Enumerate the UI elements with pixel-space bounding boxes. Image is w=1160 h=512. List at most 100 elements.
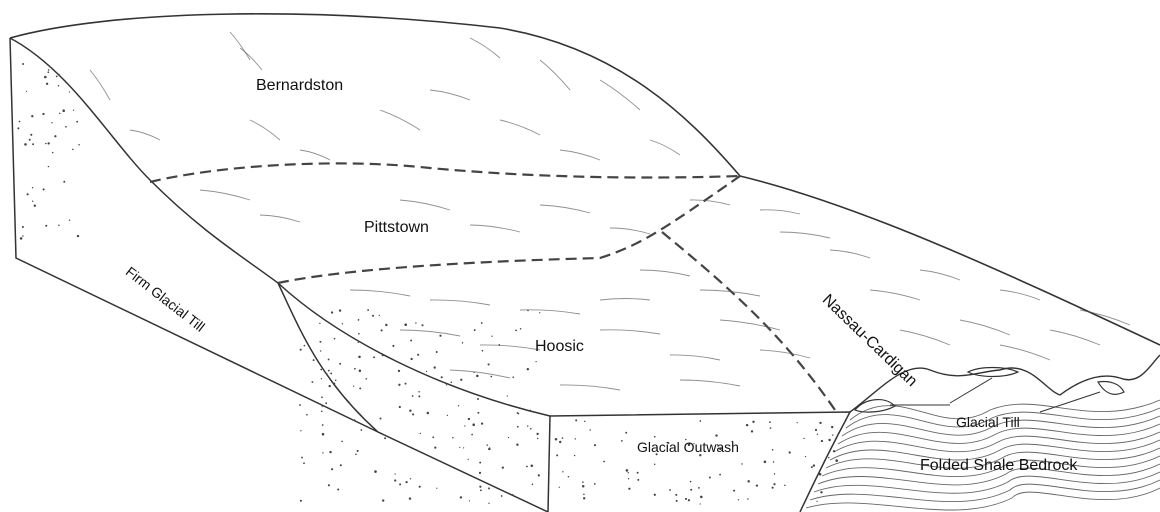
stipple-dot bbox=[637, 472, 639, 474]
stipple-dot bbox=[22, 235, 24, 237]
stipple-dot bbox=[675, 494, 677, 496]
stipple-dot bbox=[329, 385, 331, 387]
stipple-dot bbox=[58, 224, 60, 226]
stipple-dot bbox=[582, 485, 585, 488]
stipple-dot bbox=[412, 395, 414, 397]
stipple-dot bbox=[321, 396, 323, 398]
stipple-dot bbox=[741, 463, 742, 464]
hatch-stroke bbox=[230, 32, 250, 60]
stipple-dot bbox=[73, 110, 74, 111]
stipple-dot bbox=[773, 483, 775, 485]
stipple-dot bbox=[417, 354, 419, 356]
label-bernardston: Bernardston bbox=[256, 78, 343, 94]
stipple-dot bbox=[319, 341, 321, 343]
stipple-dot bbox=[462, 342, 463, 343]
stipple-dot bbox=[517, 426, 519, 428]
stipple-dot bbox=[340, 464, 342, 466]
stipple-dot bbox=[527, 425, 528, 426]
stipple-dot bbox=[62, 109, 65, 112]
stipple-dot bbox=[58, 85, 60, 87]
stipple-dot bbox=[409, 497, 411, 499]
stipple-dot bbox=[501, 495, 503, 497]
stipple-dot bbox=[481, 422, 483, 424]
stipple-dot bbox=[434, 366, 436, 368]
stipple-dot bbox=[625, 432, 627, 434]
stipple-dot bbox=[446, 384, 447, 385]
label-glacial-till: Glacial Till bbox=[956, 415, 1020, 429]
stipple-dot bbox=[574, 455, 575, 456]
stipple-dot bbox=[359, 387, 361, 389]
stipple-dot bbox=[404, 323, 407, 326]
stipple-dot bbox=[699, 420, 701, 422]
hatch-stroke bbox=[450, 370, 510, 378]
stipple-dot bbox=[319, 323, 320, 324]
stipple-dot bbox=[427, 412, 430, 415]
outwash-face-outline bbox=[278, 283, 550, 512]
stipple-dot bbox=[488, 448, 490, 450]
hatch-stroke bbox=[130, 130, 160, 140]
stipple-dot bbox=[820, 491, 822, 493]
label-glacial-outwash: Glacial Outwash bbox=[637, 440, 739, 454]
stipple-dot bbox=[752, 421, 754, 423]
stipple-dot bbox=[477, 412, 479, 414]
hatch-stroke bbox=[300, 150, 330, 160]
slope-edge bbox=[150, 180, 278, 283]
stipple-dot bbox=[507, 395, 508, 396]
stipple-dot bbox=[582, 481, 584, 483]
stipple-dot bbox=[392, 345, 394, 347]
stipple-dot bbox=[328, 484, 330, 486]
stipple-dot bbox=[769, 421, 771, 423]
stipple-dot bbox=[805, 456, 806, 457]
stipple-dot bbox=[813, 464, 815, 466]
stipple-dot bbox=[502, 466, 504, 468]
stipple-dot bbox=[48, 69, 50, 71]
glacial-till-pocket bbox=[1098, 381, 1124, 394]
stipple-dot bbox=[447, 415, 448, 416]
hatch-stroke bbox=[870, 290, 920, 300]
stipple-dot bbox=[508, 437, 509, 438]
stipple-dot bbox=[488, 503, 489, 504]
stipple-dot bbox=[328, 370, 330, 372]
stipple-dot bbox=[575, 419, 577, 421]
stipple-dot bbox=[367, 309, 369, 311]
hatch-stroke bbox=[650, 140, 680, 155]
stipple-dot bbox=[628, 472, 629, 473]
stipple-dot bbox=[480, 489, 482, 491]
stipple-dot bbox=[816, 501, 817, 502]
stipple-dot bbox=[811, 466, 813, 468]
stipple-dot bbox=[700, 496, 703, 499]
stipple-dot bbox=[69, 220, 70, 221]
hatch-stroke bbox=[560, 150, 600, 160]
hatch-stroke bbox=[400, 330, 460, 336]
stipple-dot bbox=[621, 440, 623, 442]
stipple-dot bbox=[399, 483, 401, 485]
stipple-dot bbox=[342, 323, 343, 324]
stipple-dot bbox=[373, 356, 375, 358]
stipple-dot bbox=[468, 459, 469, 460]
stipple-dot bbox=[385, 324, 387, 326]
stipple-dot bbox=[320, 350, 321, 351]
stipple-dot bbox=[459, 447, 460, 448]
stipple-dot bbox=[374, 470, 377, 473]
stipple-dot bbox=[512, 376, 514, 378]
stipple-dot bbox=[409, 409, 411, 411]
stipple-dot bbox=[488, 487, 490, 489]
stipple-dot bbox=[477, 398, 479, 400]
surface-hatching bbox=[90, 32, 1130, 390]
stipple-dot bbox=[59, 113, 60, 114]
stipple-dot bbox=[463, 447, 464, 448]
stipple-dot bbox=[817, 434, 818, 435]
boundary-bernardston-pittstown bbox=[150, 163, 740, 182]
stipple-dot bbox=[384, 437, 386, 439]
stipple-dot bbox=[773, 461, 775, 463]
hatch-stroke bbox=[760, 350, 810, 358]
stipple-dot bbox=[441, 376, 443, 378]
hatch-stroke bbox=[680, 380, 740, 386]
stipple-dot bbox=[715, 434, 717, 436]
stipple-dot bbox=[20, 237, 23, 240]
stipple-dot bbox=[751, 430, 753, 432]
stipple-dot bbox=[322, 424, 324, 426]
stipple-dot bbox=[358, 342, 359, 343]
stipple-dot bbox=[77, 235, 79, 237]
